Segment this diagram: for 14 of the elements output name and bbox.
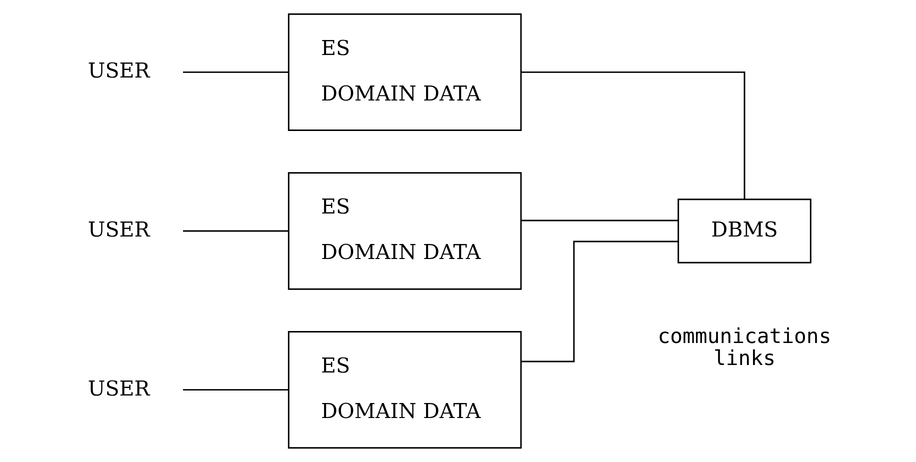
connector — [520, 71, 745, 200]
connector — [182, 71, 288, 73]
connector — [520, 240, 678, 362]
node-text: USER — [87, 217, 150, 242]
node-box: ES DOMAIN DATA — [287, 13, 522, 132]
connector — [182, 230, 288, 232]
connector — [520, 220, 678, 222]
label: communications links — [657, 324, 831, 370]
node-text: USER — [87, 376, 150, 400]
connector — [182, 389, 288, 391]
node-box: ES DOMAIN DATA — [287, 330, 522, 449]
node-box: DBMS — [677, 198, 811, 264]
node-box: ES DOMAIN DATA — [287, 172, 522, 290]
node-text: USER — [87, 58, 150, 83]
